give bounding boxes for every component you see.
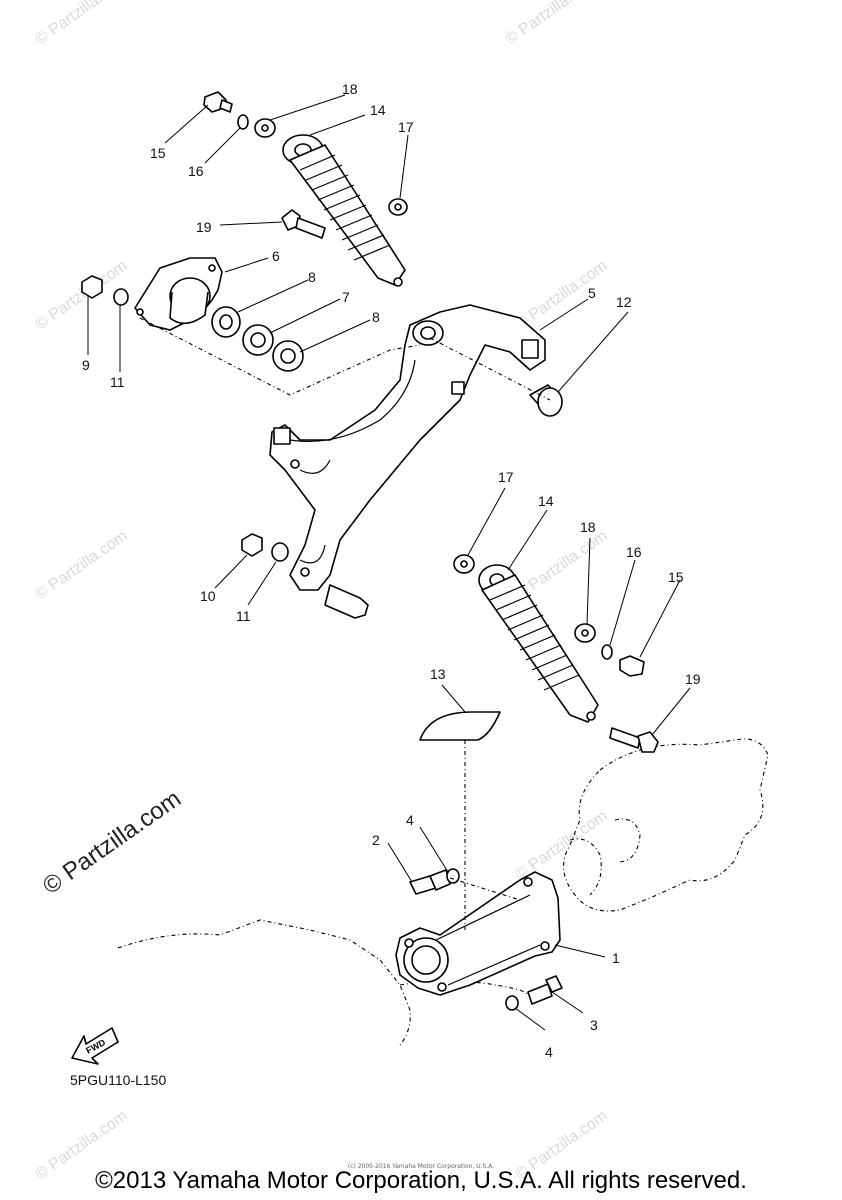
callout-14: 14 — [370, 102, 386, 118]
callout-15: 15 — [668, 569, 684, 585]
watermark-text: © Partzilla.com — [513, 258, 611, 334]
callout-11: 11 — [110, 374, 125, 390]
watermark-text: © Partzilla.com — [33, 528, 131, 604]
callout-19: 19 — [685, 671, 701, 687]
watermark-text: © Partzilla.com — [513, 528, 611, 604]
diagram-code: 5PGU110-L150 — [70, 1072, 167, 1088]
callout-16: 16 — [626, 544, 642, 560]
callout-13: 13 — [430, 666, 446, 682]
callout-2: 2 — [372, 832, 380, 848]
callout-12: 12 — [616, 294, 632, 310]
copyright-notice: ©2013 Yamaha Motor Corporation, U.S.A. A… — [95, 1167, 747, 1194]
watermark-text: © Partzilla.com — [38, 785, 186, 900]
callout-3: 3 — [590, 1017, 598, 1033]
bracket-plate — [134, 257, 223, 331]
fwd-arrow-icon: FWD — [71, 1027, 119, 1065]
shock-absorber-lower — [478, 564, 599, 723]
callout-16: 16 — [188, 163, 204, 179]
engine-bracket — [395, 871, 561, 996]
small-copyright: (c) 2005-2016 Yamaha Motor Corporation, … — [347, 1163, 495, 1170]
callout-10: 10 — [200, 588, 216, 604]
callout-4: 4 — [406, 812, 414, 828]
shock-absorber-upper — [282, 134, 406, 287]
callout-4: 4 — [545, 1044, 553, 1060]
callout-5: 5 — [588, 285, 596, 301]
callout-18: 18 — [580, 519, 596, 535]
callout-14: 14 — [538, 493, 554, 509]
callout-19: 19 — [196, 219, 212, 235]
callout-9: 9 — [82, 357, 90, 373]
callout-8: 8 — [372, 309, 380, 325]
callout-15: 15 — [150, 145, 166, 161]
callout-labels: 1 2 3 4 4 5 6 7 8 8 9 10 11 11 12 13 14 … — [82, 81, 701, 1060]
fasteners — [81, 91, 659, 1011]
callout-11: 11 — [236, 608, 251, 624]
callout-6: 6 — [272, 248, 280, 264]
callout-17: 17 — [498, 469, 514, 485]
engine-outline — [117, 738, 769, 1046]
callout-18: 18 — [342, 81, 358, 97]
callout-8: 8 — [308, 269, 316, 285]
bearings — [211, 306, 304, 372]
tube-13 — [419, 711, 501, 741]
alignment-lines — [139, 317, 551, 930]
callout-7: 7 — [342, 289, 350, 305]
leader-lines — [87, 94, 691, 1031]
spacer-12 — [529, 384, 563, 417]
callout-17: 17 — [398, 119, 414, 135]
watermark-text: © Partzilla.com — [33, 0, 131, 48]
callout-1: 1 — [612, 950, 620, 966]
rear-arm — [269, 304, 546, 619]
watermark-text: © Partzilla.com — [503, 0, 601, 48]
watermark-text: © Partzilla.com — [513, 808, 611, 884]
